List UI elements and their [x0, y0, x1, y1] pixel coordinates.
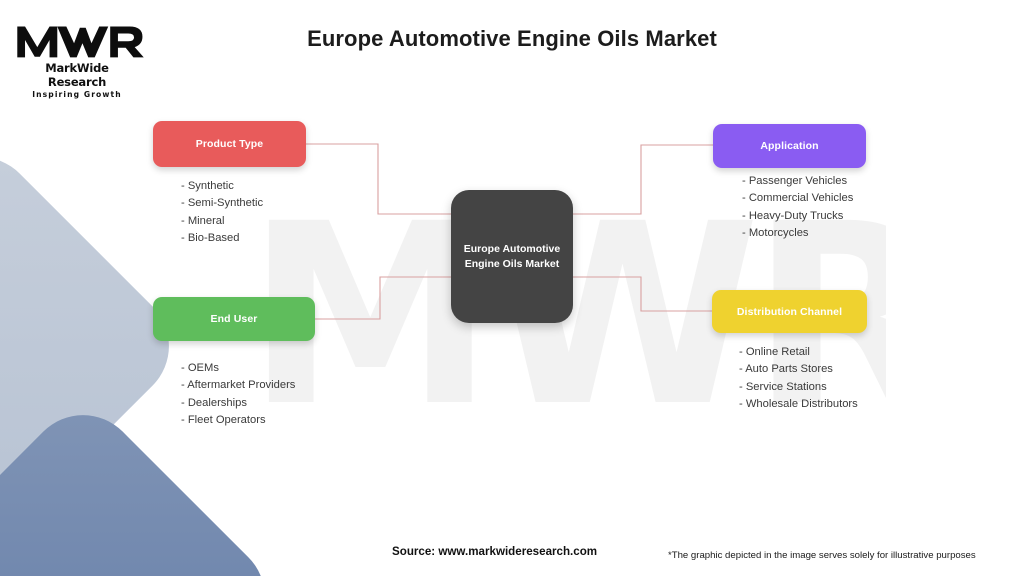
branch-header-product-type[interactable]: Product Type	[153, 121, 306, 167]
branch-label-distribution-channel: Distribution Channel	[736, 305, 843, 318]
list-item: - Synthetic	[181, 180, 234, 192]
list-item: - Motorcycles	[742, 226, 809, 239]
branch-label-end-user: End User	[210, 313, 258, 325]
connector-product-type	[306, 143, 452, 215]
list-item: - Auto Parts Stores	[739, 363, 833, 376]
branch-label-product-type: Product Type	[195, 138, 264, 150]
branch-items-product-type: - Synthetic - Semi-Synthetic - Mineral -…	[181, 178, 263, 247]
brand-logo: MarkWide Research Inspiring Growth	[16, 20, 144, 99]
mwr-logo-icon	[17, 26, 144, 58]
connector-end-user	[315, 276, 452, 320]
branch-header-end-user[interactable]: End User	[153, 297, 315, 341]
list-item: - OEMs	[181, 362, 219, 374]
branch-header-distribution-channel[interactable]: Distribution Channel	[712, 290, 867, 333]
logo-tagline: Inspiring Growth	[32, 90, 122, 99]
branch-items-end-user: - OEMs - Aftermarket Providers - Dealers…	[181, 360, 295, 429]
list-item: - Passenger Vehicles	[742, 175, 848, 187]
branch-header-application[interactable]: Application	[713, 124, 866, 168]
center-node[interactable]: Europe Automotive Engine Oils Market	[451, 190, 573, 323]
disclaimer-text: *The graphic depicted in the image serve…	[668, 550, 976, 561]
list-item: - Fleet Operators	[181, 413, 266, 426]
connector-distribution-channel	[572, 276, 712, 312]
list-item: - Semi-Synthetic	[181, 197, 264, 210]
source-text: Source: www.markwideresearch.com	[392, 545, 598, 558]
logo-name: MarkWide Research	[45, 61, 109, 89]
list-item: - Online Retail	[739, 346, 810, 358]
list-item: - Dealerships	[181, 396, 247, 409]
center-node-line1: Europe Automotive	[463, 242, 561, 255]
list-item: - Heavy-Duty Trucks	[742, 209, 844, 222]
center-node-line2: Engine Oils Market	[464, 257, 560, 270]
branch-items-application: - Passenger Vehicles - Commercial Vehicl…	[742, 173, 853, 242]
list-item: - Service Stations	[739, 380, 827, 393]
list-item: - Wholesale Distributors	[739, 397, 858, 410]
list-item: - Commercial Vehicles	[742, 192, 854, 205]
connector-application	[572, 144, 713, 215]
list-item: - Aftermarket Providers	[181, 379, 296, 392]
page-title: Europe Automotive Engine Oils Market	[307, 26, 717, 51]
branch-items-distribution-channel: - Online Retail - Auto Parts Stores - Se…	[739, 344, 858, 413]
list-item: - Mineral	[181, 214, 225, 227]
list-item: - Bio-Based	[181, 231, 240, 244]
branch-label-application: Application	[760, 140, 819, 152]
center-node-label: Europe Automotive Engine Oils Market	[456, 242, 568, 272]
